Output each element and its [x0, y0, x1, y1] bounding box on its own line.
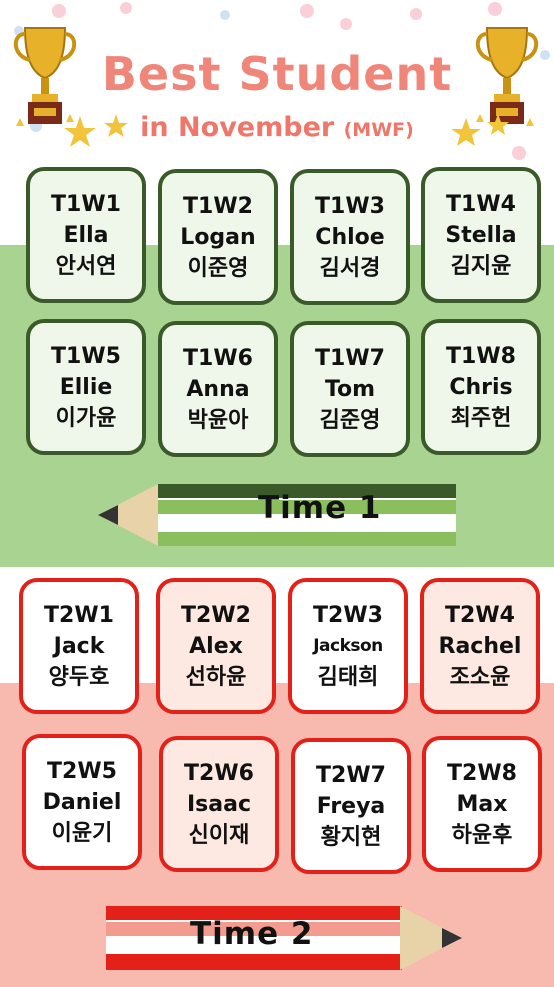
class-code: T1W6 — [183, 345, 253, 371]
student-card: T1W3 Chloe 김서경 — [290, 169, 410, 305]
pencil-icon — [98, 482, 458, 552]
class-code: T1W5 — [51, 343, 121, 369]
student-english-name: Isaac — [186, 791, 251, 817]
subtitle-main: in November — [140, 112, 335, 143]
student-korean-name: 조소윤 — [449, 664, 511, 690]
student-korean-name: 황지현 — [320, 824, 382, 850]
student-english-name: Rachel — [438, 633, 522, 659]
class-code: T2W2 — [181, 602, 251, 628]
subtitle-schedule: (MWF) — [343, 119, 414, 141]
time1-label: Time 1 — [258, 490, 382, 526]
class-code: T1W4 — [446, 191, 516, 217]
student-korean-name: 박윤아 — [187, 407, 249, 433]
student-english-name: Max — [456, 791, 508, 817]
class-code: T1W1 — [51, 191, 121, 217]
student-card: T1W7 Tom 김준영 — [290, 321, 410, 457]
student-card: T1W8 Chris 최주헌 — [421, 319, 541, 455]
student-card: T2W8 Max 하윤후 — [422, 736, 542, 872]
class-code: T2W6 — [184, 760, 254, 786]
student-korean-name: 김준영 — [319, 407, 381, 433]
student-korean-name: 김서경 — [319, 255, 381, 281]
student-english-name: Jackson — [313, 635, 383, 656]
student-korean-name: 선하윤 — [185, 664, 247, 690]
student-card: T1W6 Anna 박윤아 — [158, 321, 278, 457]
student-english-name: Anna — [186, 376, 250, 402]
student-korean-name: 이준영 — [187, 255, 249, 281]
class-code: T2W1 — [44, 602, 114, 628]
student-korean-name: 안서연 — [55, 253, 117, 279]
class-code: T1W3 — [315, 193, 385, 219]
pencil-icon — [104, 904, 464, 976]
student-english-name: Freya — [316, 793, 386, 819]
student-card: T1W4 Stella 김지윤 — [421, 167, 541, 303]
student-korean-name: 이윤기 — [51, 820, 113, 846]
class-code: T2W5 — [47, 758, 117, 784]
student-card: T2W5 Daniel 이윤기 — [22, 734, 142, 870]
student-korean-name: 김태희 — [317, 664, 379, 690]
student-card: T2W3 Jackson 김태희 — [288, 578, 408, 714]
student-card: T2W6 Isaac 신이재 — [159, 736, 279, 872]
class-code: T2W7 — [316, 762, 386, 788]
class-code: T1W7 — [315, 345, 385, 371]
class-code: T2W3 — [313, 602, 383, 628]
trophy-icon — [10, 18, 80, 138]
class-code: T1W2 — [183, 193, 253, 219]
student-korean-name: 이가윤 — [55, 405, 117, 431]
student-english-name: Ella — [63, 222, 109, 248]
time2-label: Time 2 — [190, 916, 314, 952]
student-english-name: Alex — [189, 633, 243, 659]
class-code: T2W4 — [445, 602, 515, 628]
student-card: T1W1 Ella 안서연 — [26, 167, 146, 303]
student-korean-name: 김지윤 — [450, 253, 512, 279]
student-card: T2W2 Alex 선하윤 — [156, 578, 276, 714]
student-card: T2W7 Freya 황지현 — [291, 738, 411, 874]
page-title: Best Student — [101, 47, 453, 101]
student-card: T1W2 Logan 이준영 — [158, 169, 278, 305]
student-korean-name: 신이재 — [188, 822, 250, 848]
student-english-name: Ellie — [59, 374, 113, 400]
student-card: T2W1 Jack 양두호 — [19, 578, 139, 714]
page-subtitle: in November (MWF) — [0, 110, 554, 148]
student-korean-name: 하윤후 — [451, 822, 513, 848]
student-korean-name: 최주헌 — [450, 405, 512, 431]
student-english-name: Jack — [53, 633, 105, 659]
student-english-name: Daniel — [42, 789, 122, 815]
student-english-name: Tom — [324, 376, 376, 402]
student-card: T1W5 Ellie 이가윤 — [26, 319, 146, 455]
student-english-name: Logan — [180, 224, 256, 250]
class-code: T1W8 — [446, 343, 516, 369]
student-english-name: Stella — [445, 222, 517, 248]
student-english-name: Chloe — [315, 224, 385, 250]
student-card: T2W4 Rachel 조소윤 — [420, 578, 540, 714]
student-korean-name: 양두호 — [48, 664, 110, 690]
class-code: T2W8 — [447, 760, 517, 786]
trophy-icon — [472, 18, 542, 138]
student-english-name: Chris — [449, 374, 513, 400]
